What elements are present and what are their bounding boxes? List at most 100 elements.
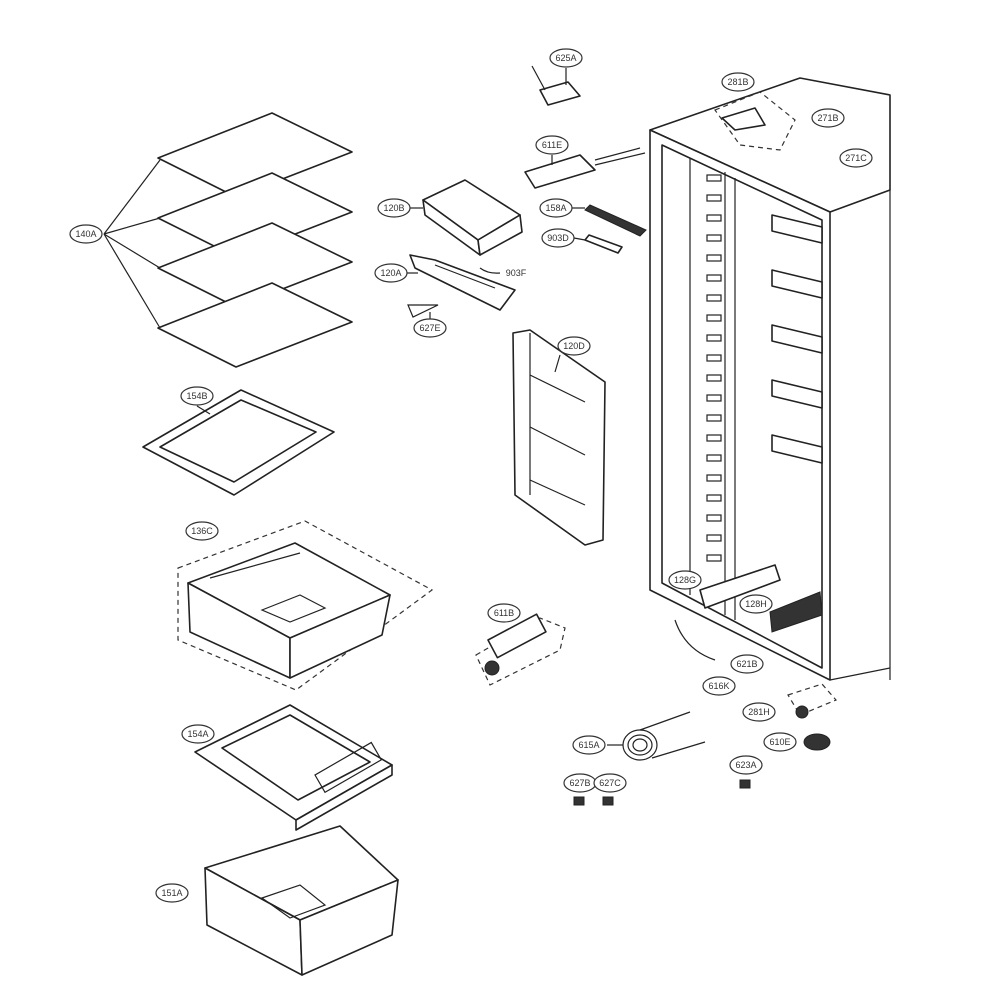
- part-120d: [512, 329, 606, 546]
- part-610e: [803, 733, 831, 751]
- part-number: 625A: [555, 53, 576, 63]
- callout-627b: 627B: [563, 773, 597, 793]
- callout-903d: 903D: [541, 228, 575, 248]
- callout-bubble: [549, 48, 583, 68]
- callout-627c: 627C: [593, 773, 627, 793]
- callout-bubble: [535, 135, 569, 155]
- part-number: 903D: [547, 233, 569, 243]
- part-number: 610E: [769, 737, 790, 747]
- callout-bubble: [811, 108, 845, 128]
- callout-bubble: [729, 755, 763, 775]
- callout-bubble: [541, 228, 575, 248]
- part-903d: [584, 234, 623, 254]
- glass-shelves: [103, 112, 353, 368]
- callout-bubble: [668, 570, 702, 590]
- part-number: 611E: [542, 140, 562, 150]
- part-611e: [524, 147, 646, 189]
- callout-281h: 281H: [742, 702, 776, 722]
- part-number: 128G: [674, 575, 696, 585]
- part-number: 140A: [75, 229, 96, 239]
- part-number: 158A: [545, 203, 566, 213]
- part-625a: [531, 65, 581, 106]
- part-number: 281B: [727, 77, 748, 87]
- water-tube-coil: [607, 711, 706, 761]
- callout-903f: 903F: [506, 268, 527, 278]
- callout-bubble: [377, 198, 411, 218]
- part-number: 611B: [494, 608, 514, 618]
- clip-623a: [739, 779, 751, 789]
- part-120a: [407, 254, 516, 311]
- callout-625a: 625A: [549, 48, 583, 68]
- part-number: 136C: [191, 526, 213, 536]
- callout-bubble: [572, 735, 606, 755]
- callout-627e: 627E: [413, 318, 447, 338]
- callout-bubble: [742, 702, 776, 722]
- part-number: 627C: [599, 778, 621, 788]
- part-number: 281H: [748, 707, 770, 717]
- callout-621b: 621B: [730, 654, 764, 674]
- part-number: 615A: [578, 740, 599, 750]
- callout-611b: 611B: [487, 603, 521, 623]
- part-number: 627B: [569, 778, 590, 788]
- callout-610e: 610E: [763, 732, 797, 752]
- part-158a: [584, 204, 647, 237]
- clip-627b: [573, 796, 585, 806]
- callout-bubble: [721, 72, 755, 92]
- part-number: 271C: [845, 153, 867, 163]
- part-number: 154B: [186, 391, 207, 401]
- part-number: 271B: [817, 113, 838, 123]
- part-627e: [407, 304, 439, 320]
- part-number: 128H: [745, 599, 767, 609]
- callout-bubble: [181, 724, 215, 744]
- refrigerator-cabinet: [649, 77, 891, 719]
- part-number: 623A: [735, 760, 756, 770]
- part-120b: [410, 179, 523, 256]
- part-number: 120A: [380, 268, 401, 278]
- callout-bubble: [730, 654, 764, 674]
- callout-615a: 615A: [572, 735, 606, 755]
- callout-bubble: [739, 594, 773, 614]
- callout-bubble: [763, 732, 797, 752]
- callout-bubble: [557, 336, 591, 356]
- callout-154b: 154B: [180, 386, 214, 406]
- callout-bubble: [593, 773, 627, 793]
- callout-128g: 128G: [668, 570, 702, 590]
- part-number: 627E: [419, 323, 440, 333]
- callout-158a: 158A: [539, 198, 573, 218]
- part-number: 120B: [383, 203, 404, 213]
- callout-120a: 120A: [374, 263, 408, 283]
- callout-bubble: [839, 148, 873, 168]
- part-number: 903F: [506, 268, 527, 278]
- callout-bubble: [702, 676, 736, 696]
- callout-120d: 120D: [557, 336, 591, 356]
- callout-154a: 154A: [181, 724, 215, 744]
- callout-bubble: [180, 386, 214, 406]
- part-number: 621B: [736, 659, 757, 669]
- callout-bubble: [413, 318, 447, 338]
- callout-bubble: [539, 198, 573, 218]
- callout-120b: 120B: [377, 198, 411, 218]
- callout-616k: 616K: [702, 676, 736, 696]
- part-611b: [475, 613, 566, 686]
- clip-627c: [602, 796, 614, 806]
- callout-611e: 611E: [535, 135, 569, 155]
- shelf-frame: [142, 389, 335, 496]
- callout-281b: 281B: [721, 72, 755, 92]
- callout-151a: 151A: [155, 883, 189, 903]
- part-number: 616K: [708, 681, 729, 691]
- callout-271c: 271C: [839, 148, 873, 168]
- callout-bubble: [185, 521, 219, 541]
- callout-bubble: [374, 263, 408, 283]
- part-number: 120D: [563, 341, 585, 351]
- callout-136c: 136C: [185, 521, 219, 541]
- callout-bubble: [155, 883, 189, 903]
- drawer-cover: [194, 704, 393, 831]
- callout-bubble: [487, 603, 521, 623]
- callout-623a: 623A: [729, 755, 763, 775]
- crisper-drawer: [177, 520, 434, 691]
- part-number: 154A: [187, 729, 208, 739]
- part-number: 151A: [161, 888, 182, 898]
- callout-140a: 140A: [69, 224, 103, 244]
- callout-bubble: [69, 224, 103, 244]
